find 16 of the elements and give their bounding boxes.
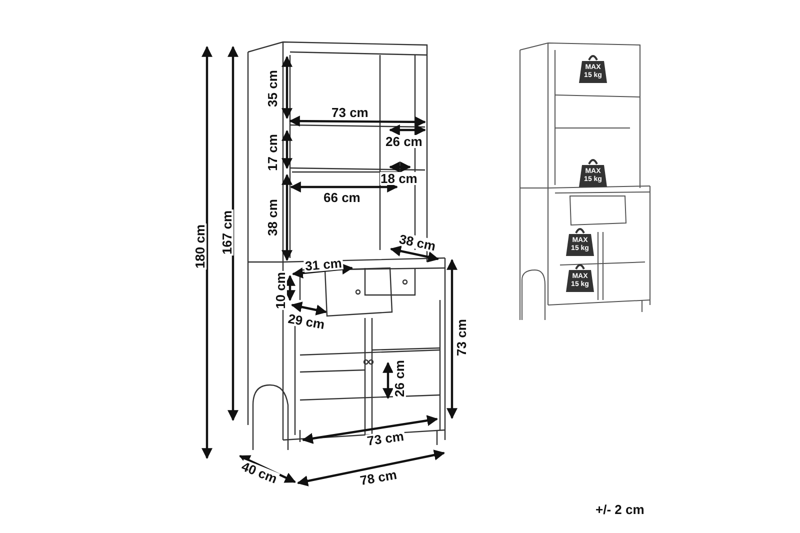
dimension-label: 17 cm	[265, 132, 278, 172]
dimension-label: 38 cm	[265, 198, 278, 236]
dimension-label: 38 cm	[396, 232, 438, 252]
dimension-label: 73 cm	[454, 318, 468, 356]
tolerance-note: +/- 2 cm	[594, 502, 646, 516]
dimension-label: 180 cm	[194, 222, 207, 270]
dimension-label: 73 cm	[364, 428, 406, 448]
dimension-label: 167 cm	[220, 208, 234, 256]
dimension-label: 35 cm	[265, 68, 278, 108]
dimension-label: 18 cm	[380, 172, 418, 184]
dimension-label: 10 cm	[273, 270, 286, 310]
dimension-label: 26 cm	[392, 358, 406, 398]
dimension-label: 66 cm	[322, 190, 362, 204]
dimension-label: 73 cm	[330, 106, 370, 118]
dimension-label: 26 cm	[384, 134, 424, 148]
dimension-label: 29 cm	[286, 311, 326, 331]
